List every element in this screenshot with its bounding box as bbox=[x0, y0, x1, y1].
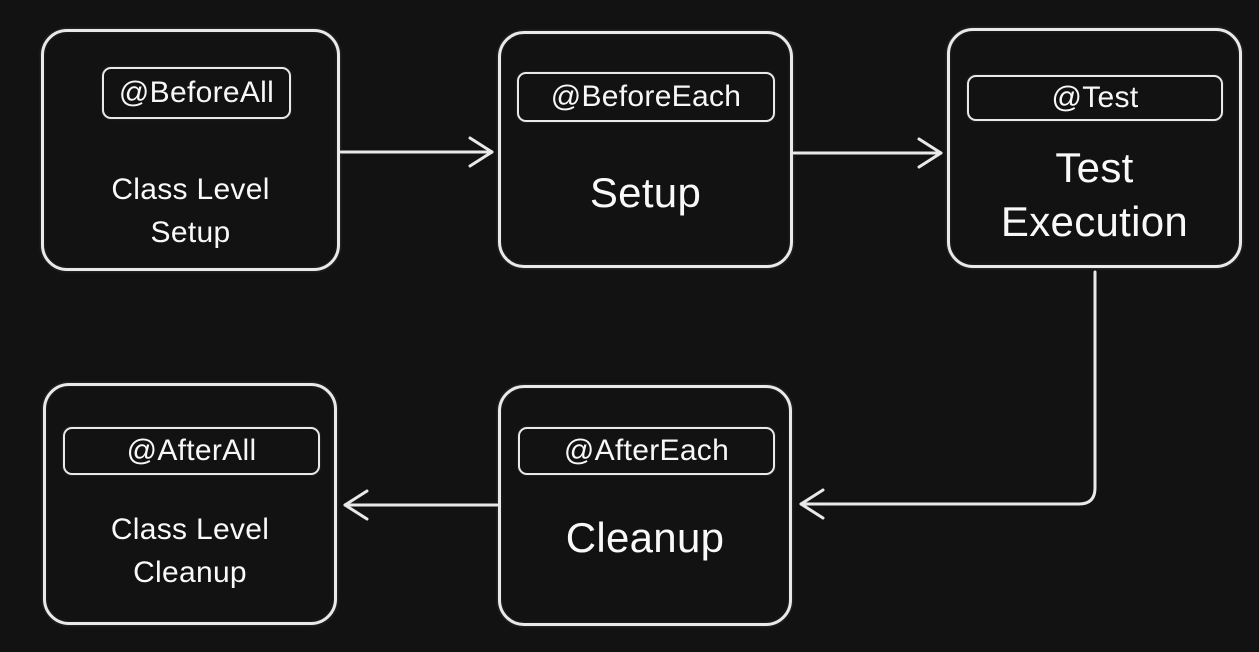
annotation-badge-before-all: @BeforeAll bbox=[102, 67, 291, 119]
edge-test-execution-to-cleanup-arrow bbox=[799, 270, 1097, 520]
edge-setup-to-test-execution-arrow bbox=[792, 137, 943, 169]
annotation-badge-test: @Test bbox=[967, 75, 1223, 121]
node-label: Setup bbox=[589, 169, 702, 216]
node-label: Class Level Setup bbox=[111, 173, 270, 249]
annotation-text: @BeforeEach bbox=[550, 80, 742, 113]
annotation-badge-after-each: @AfterEach bbox=[518, 427, 775, 475]
annotation-badge-before-each: @BeforeEach bbox=[517, 72, 775, 122]
node-label: Cleanup bbox=[565, 514, 725, 561]
annotation-text: @AfterEach bbox=[563, 434, 730, 467]
node-label: Class Level Cleanup bbox=[110, 513, 270, 589]
annotation-text: @AfterAll bbox=[126, 434, 257, 467]
node-test-execution: @Test Test Execution bbox=[947, 28, 1242, 268]
node-class-level-setup: @BeforeAll Class Level Setup bbox=[41, 29, 340, 271]
annotation-text: @Test bbox=[1051, 81, 1139, 114]
node-class-level-cleanup: @AfterAll Class Level Cleanup bbox=[43, 383, 337, 625]
node-setup: @BeforeEach Setup bbox=[498, 31, 793, 268]
edge-cleanup-to-class-level-cleanup-arrow bbox=[343, 489, 499, 521]
edge-class-level-setup-to-setup-arrow bbox=[339, 136, 494, 168]
annotation-badge-after-all: @AfterAll bbox=[63, 427, 320, 475]
node-label: Test Execution bbox=[1000, 144, 1189, 245]
annotation-text: @BeforeAll bbox=[118, 76, 275, 109]
node-cleanup: @AfterEach Cleanup bbox=[498, 385, 792, 626]
